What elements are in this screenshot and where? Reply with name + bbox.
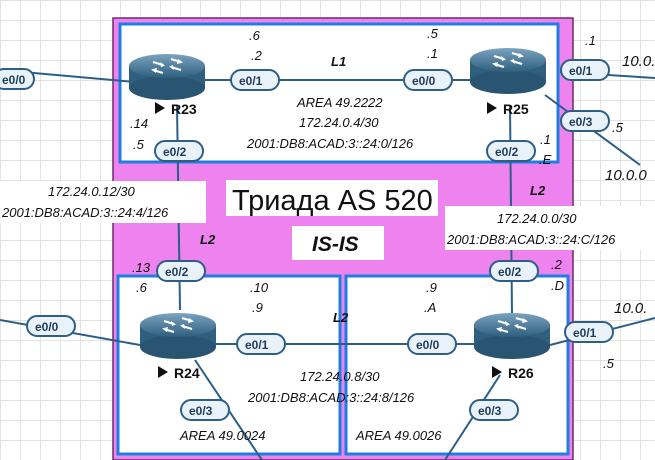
router-r23-label: R23 bbox=[155, 101, 197, 117]
iface-r25-e00-label: e0/0 bbox=[412, 74, 436, 88]
protocol-background bbox=[292, 226, 384, 260]
octet-r26-e01: .5 bbox=[603, 356, 615, 371]
iface-r25-e00[interactable]: e0/0 bbox=[403, 69, 453, 91]
iface-r25-e03[interactable]: e0/3 bbox=[560, 110, 610, 132]
link-r23-r24-ipv6: 2001:DB8:ACAD:3::24:4/126 bbox=[1, 205, 169, 220]
octet-r24-e01-v6: .9 bbox=[252, 300, 263, 315]
octet-r23-e02-v4: .14 bbox=[130, 116, 148, 131]
iface-r23-e00[interactable]: e0/0 bbox=[0, 68, 35, 90]
iface-r24-e00[interactable]: e0/0 bbox=[26, 315, 76, 337]
link-r24-r26-ipv6: 2001:DB8:ACAD:3::24:8/126 bbox=[247, 390, 415, 405]
iface-r24-e00-label: e0/0 bbox=[35, 320, 59, 334]
external-net-r26-e01: 10.0. bbox=[614, 300, 647, 317]
router-r26-icon[interactable] bbox=[472, 311, 552, 361]
router-r25-name: R25 bbox=[503, 101, 529, 117]
iface-r23-e00-label: e0/0 bbox=[2, 73, 26, 87]
iface-r25-e01[interactable]: e0/1 bbox=[560, 59, 610, 81]
octet-r23-6: .6 bbox=[249, 28, 261, 43]
host-octets: .6 .2 .5 .1 .1 .5 .14 .5 .1 .E .13 .6 .1… bbox=[130, 26, 624, 371]
octet-r24-e02-v4: .13 bbox=[132, 260, 151, 275]
octet-r26-e00-v4: .9 bbox=[426, 280, 437, 295]
iface-r26-e02[interactable]: e0/2 bbox=[489, 260, 539, 282]
octet-r25-e00: .1 bbox=[427, 46, 438, 61]
router-r23-name: R23 bbox=[171, 101, 197, 117]
router-r24-icon[interactable] bbox=[138, 311, 218, 361]
iface-r26-e00[interactable]: e0/0 bbox=[407, 333, 457, 355]
link-r24-r26-level: L2 bbox=[333, 310, 349, 325]
link-r23-r24-ipv4: 172.24.0.12/30 bbox=[48, 184, 136, 199]
title-background bbox=[226, 180, 438, 216]
router-r25-icon[interactable] bbox=[468, 46, 548, 96]
octet-r26-e00-v6: .A bbox=[424, 300, 436, 315]
router-r26-label: R26 bbox=[492, 365, 534, 381]
octet-r25-e02-v4: .1 bbox=[540, 132, 551, 147]
iface-r24-e02-label: e0/2 bbox=[165, 265, 189, 279]
octet-r24-e02-v6: .6 bbox=[136, 280, 148, 295]
area-bottom-left-label: AREA 49.0024 bbox=[179, 428, 266, 443]
iface-r23-e02[interactable]: e0/2 bbox=[154, 140, 204, 162]
octet-r23-e01: .2 bbox=[251, 48, 263, 63]
iface-r25-e01-label: e0/1 bbox=[569, 64, 593, 78]
link-r23-r25-ipv4: 172.24.0.4/30 bbox=[299, 115, 379, 130]
router-r26-name: R26 bbox=[508, 365, 534, 381]
router-r24-label: R24 bbox=[158, 365, 200, 381]
iface-r25-e02-label: e0/2 bbox=[495, 145, 519, 159]
iface-r24-e01-label: e0/1 bbox=[245, 338, 269, 352]
octet-r25-e01: .1 bbox=[585, 33, 596, 48]
link-r25-r26-level: L2 bbox=[530, 183, 546, 198]
iface-r23-e01-label: e0/1 bbox=[239, 74, 263, 88]
link-r23-r25-ipv6: 2001:DB8:ACAD:3::24:0/126 bbox=[246, 136, 414, 151]
octet-r26-e02-v4: .2 bbox=[551, 257, 563, 272]
external-net-r25-e03: 10.0.0 bbox=[605, 167, 647, 184]
link-r23-r24-subnet-bg bbox=[0, 181, 206, 223]
area-bottom-right-box bbox=[344, 274, 570, 456]
iface-r26-e00-label: e0/0 bbox=[416, 338, 440, 352]
iface-r26-e03[interactable]: e0/3 bbox=[469, 399, 519, 421]
router-r24-name: R24 bbox=[174, 365, 200, 381]
iface-r24-e01[interactable]: e0/1 bbox=[236, 333, 286, 355]
iface-r24-e02[interactable]: e0/2 bbox=[156, 260, 206, 282]
octet-r23-e02-v6: .5 bbox=[133, 137, 145, 152]
link-r23-r24-level: L2 bbox=[200, 232, 216, 247]
link-r25-r26-ipv4: 172.24.0.0/30 bbox=[497, 211, 577, 226]
iface-r25-e03-label: e0/3 bbox=[569, 115, 593, 129]
link-r25-r26-ipv6: 2001:DB8:ACAD:3::24:C/126 bbox=[446, 232, 616, 247]
iface-r24-e03-label: e0/3 bbox=[189, 404, 213, 418]
iface-r23-e02-label: e0/2 bbox=[163, 145, 187, 159]
router-r23-icon[interactable] bbox=[127, 52, 207, 102]
link-r24-r26-ipv4: 172.24.0.8/30 bbox=[300, 369, 380, 384]
area-top-label: AREA 49.2222 bbox=[296, 95, 383, 110]
iface-r26-e01-label: e0/1 bbox=[573, 326, 597, 340]
area-bottom-left-box bbox=[116, 274, 342, 456]
link-r23-r25-level: L1 bbox=[331, 54, 346, 69]
iface-r24-e03[interactable]: e0/3 bbox=[180, 399, 230, 421]
iface-r26-e02-label: e0/2 bbox=[498, 265, 522, 279]
diagram-title: Триада AS 520 bbox=[232, 185, 433, 217]
external-net-r25-e01: 10.0. bbox=[622, 53, 655, 70]
octet-r24-e01-v4: .10 bbox=[250, 280, 269, 295]
link-r25-r26-subnet-bg bbox=[445, 206, 655, 250]
iface-r23-e01[interactable]: e0/1 bbox=[230, 69, 280, 91]
octet-r25-5: .5 bbox=[427, 26, 439, 41]
iface-r25-e02[interactable]: e0/2 bbox=[486, 140, 536, 162]
octet-r26-e02-v6: .D bbox=[551, 278, 564, 293]
iface-r26-e01[interactable]: e0/1 bbox=[564, 321, 614, 343]
octet-r25-e03: .5 bbox=[612, 120, 624, 135]
iface-r26-e03-label: e0/3 bbox=[478, 404, 502, 418]
octet-r25-e02-v6: .E bbox=[539, 152, 552, 167]
area-bottom-right-label: AREA 49.0026 bbox=[355, 428, 442, 443]
router-r25-label: R25 bbox=[487, 101, 529, 117]
protocol-label: IS-IS bbox=[312, 233, 359, 256]
